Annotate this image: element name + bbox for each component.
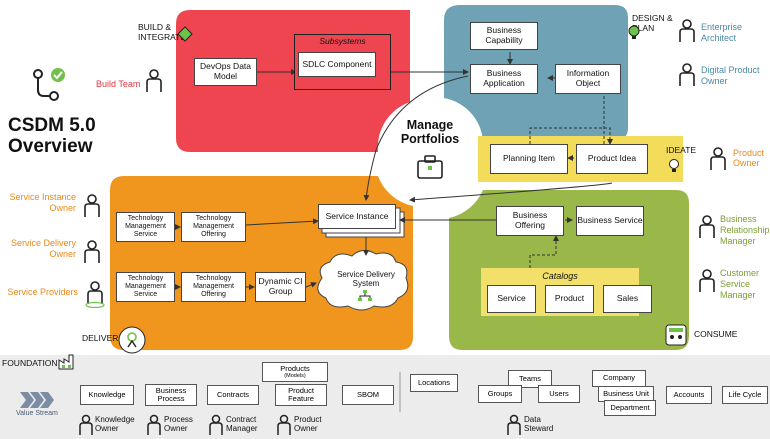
delivery-cloud [317,250,409,311]
planning-item[interactable]: Planning Item [490,144,568,174]
title: CSDM 5.0 Overview [8,115,96,157]
business-capability[interactable]: Business Capability [470,22,538,50]
enterprise-architect-role: Enterprise Architect [701,22,743,43]
service-instance-owner-role: Service Instance Owner [9,192,76,213]
catalog-service[interactable]: Service [487,285,536,313]
business-offering[interactable]: Business Offering [496,206,564,236]
service-instance[interactable]: Service Instance [318,204,396,229]
person-icon [84,240,100,263]
briefcase-icon [417,155,443,179]
technology-management-service[interactable]: Technology Management Service [116,272,175,302]
person-icon [209,414,223,435]
service-delivery-system[interactable]: Service Delivery System [337,270,395,289]
consume-badge-icon [665,324,687,346]
person-icon [79,414,93,435]
person-icon [507,414,521,435]
users-box[interactable]: Users [538,385,580,403]
technology-management-offering[interactable]: Technology Management Offering [181,272,246,302]
business-process-box[interactable]: Business Process [145,384,197,406]
value-stream-arrows [20,392,54,408]
catalogs-label: Catalogs [542,271,578,281]
factory-icon [58,354,74,370]
design-label: DESIGN &PLAN [632,13,673,33]
technology-management-offering[interactable]: Technology Management Offering [181,212,246,242]
build-icon [177,26,193,42]
technology-management-service[interactable]: Technology Management Service [116,212,175,242]
data-steward: Data Steward [524,415,554,434]
catalog-product[interactable]: Product [545,285,594,313]
contracts-box[interactable]: Contracts [207,385,259,405]
service-delivery-owner-role: Service Delivery Owner [10,238,76,259]
person-icon [85,281,105,308]
department-box[interactable]: Department [604,400,656,416]
build-team-role: Build Team [96,79,141,89]
sbom-box[interactable]: SBOM [342,385,394,405]
person-icon [710,147,726,170]
sdlc-component[interactable]: SDLC Component [298,52,376,77]
product-owner-foundation: Product Owner [294,415,322,434]
dynamic-ci-group[interactable]: Dynamic CI Group [255,272,306,302]
business-service[interactable]: Business Service [576,206,644,236]
person-icon [699,269,715,292]
center-circle [386,106,474,194]
company-box[interactable]: Company [592,370,646,387]
build-label: BUILD &INTEGRATE [138,22,187,42]
product-idea[interactable]: Product Idea [576,144,648,174]
service-providers-role: Service Providers [7,287,78,297]
customer-service-manager-role: Customer Service Manager [720,268,760,300]
deliver-badge-icon [118,326,146,354]
value-stream-label: Value Stream [16,410,58,417]
deliver-label: DELIVER [82,333,119,343]
foundation-label: FOUNDATION [2,358,58,368]
accounts-box[interactable]: Accounts [666,386,712,404]
person-icon [277,414,291,435]
network-icon [358,290,372,301]
subsystems-label: Subsystems [319,36,366,46]
catalog-sales[interactable]: Sales [603,285,652,313]
groups-box[interactable]: Groups [478,385,522,403]
person-icon [147,414,161,435]
flow-logo-icon [33,68,65,101]
products-models-label: (Models) [284,373,306,380]
ideate-label: IDEATE [666,145,697,155]
business-relationship-manager-role: Business Relationship Manager [720,214,770,246]
person-icon [679,63,695,86]
products-box[interactable]: Products (Models) [262,362,328,382]
contract-manager: Contract Manager [226,415,258,434]
process-owner: Process Owner [164,415,193,434]
person-icon [84,194,100,217]
locations-box[interactable]: Locations [410,374,458,392]
life-cycle-box[interactable]: Life Cycle [722,386,768,404]
lightbulb-icon [669,159,679,172]
teams-box[interactable]: Teams [508,370,552,388]
business-application[interactable]: Business Application [470,64,538,94]
product-feature-box[interactable]: Product Feature [275,384,327,406]
knowledge-box[interactable]: Knowledge [80,385,134,405]
product-owner-role: Product Owner [733,148,765,169]
digital-product-owner-role: Digital Product Owner [701,65,760,86]
devops-data-model[interactable]: DevOps Data Model [194,58,257,86]
person-icon [146,69,162,92]
products-label: Products [280,363,310,373]
information-object[interactable]: Information Object [555,64,621,94]
person-icon [699,215,715,238]
knowledge-owner: Knowledge Owner [95,415,135,434]
consume-label: CONSUME [694,329,738,339]
lightbulb-icon [628,25,640,39]
person-icon [679,19,695,42]
